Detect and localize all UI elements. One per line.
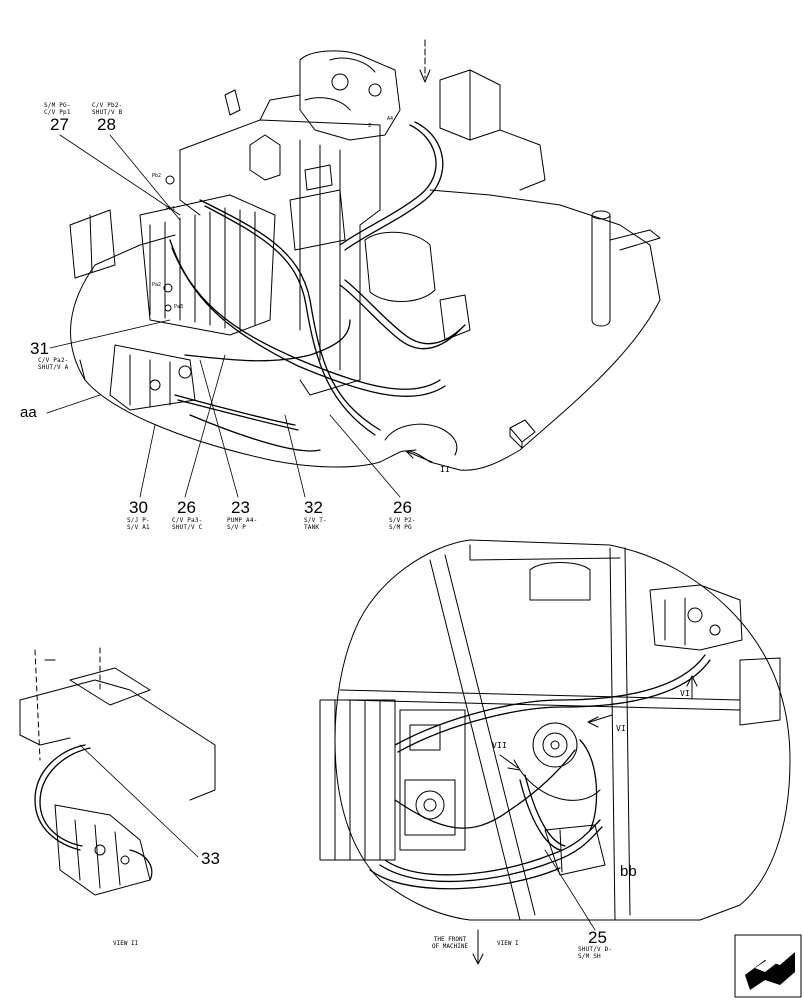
port-tag-pa2: Pa2 (152, 282, 162, 288)
solenoid-valve (109, 344, 196, 411)
callout-27-caption-line2: C/V Pp1 (44, 109, 71, 116)
callout-25-caption-line1: SHUT/V D- (578, 946, 613, 953)
port-tag-pa3: Pa3 (174, 304, 184, 310)
callout-27-caption-line1: S/M PG- (44, 102, 71, 109)
callout-26a-caption-line2: SHUT/V C (172, 524, 203, 531)
callout-26b-caption-line1: S/V P2- (389, 517, 416, 524)
view-label-bb: bb (620, 863, 637, 880)
callout-26b-caption-line2: S/M PG (389, 524, 412, 531)
callout-33-number: 33 (201, 849, 220, 868)
port-tag-a4: A4 (387, 116, 394, 122)
callout-28-caption-line1: C/V Pb2- (92, 102, 123, 109)
leader-lines-upper (46, 134, 401, 498)
callout-25-number: 25 (588, 928, 607, 947)
callout-26a-caption-line1: C/V Pa3- (172, 517, 203, 524)
callout-28-number: 28 (97, 115, 116, 134)
callout-31-number: 31 (30, 339, 49, 358)
callout-32-caption-line2: TANK (304, 524, 320, 531)
callout-28-caption-line2: SHUT/V B (92, 109, 123, 116)
view-ii-detail (19, 647, 216, 896)
view-i-caption: VIEW I (497, 940, 519, 947)
front-of-machine-line1: THE FRONT (433, 936, 467, 943)
shut-valve-block (54, 804, 153, 896)
upper-assembly-view (46, 39, 661, 498)
callout-25-caption-line2: S/M SH (578, 953, 601, 960)
callout-26a-number: 26 (177, 498, 196, 517)
front-of-machine-line2: OF MACHINE (431, 943, 469, 950)
view-label-aa: aa (20, 404, 37, 421)
control-valve-bank (139, 175, 276, 336)
callout-32-caption-line1: S/V T- (304, 517, 327, 524)
view-label-II: II (440, 465, 451, 474)
callout-32-number: 32 (304, 498, 323, 517)
pump-block (649, 584, 743, 651)
callout-31-caption-line2: SHUT/V A (38, 364, 69, 371)
port-tag-pb2: Pb2 (152, 173, 162, 179)
callout-30-number: 30 (129, 498, 148, 517)
callout-27-number: 27 (50, 115, 69, 134)
port-tag-z: Z (368, 123, 372, 129)
callout-26b-number: 26 (393, 498, 412, 517)
callout-30-caption-line1: S/J P- (127, 517, 150, 524)
navigation-icon (734, 934, 802, 998)
hose-bundle-lower (369, 654, 711, 890)
callout-30-caption-line2: S/V A1 (127, 524, 150, 531)
view-label-VI-lower: VI (616, 724, 627, 733)
callout-31-caption-line1: C/V Pa2- (38, 357, 69, 364)
view-ii-caption: VIEW II (113, 940, 139, 947)
callout-23-caption-line2: S/V P (227, 524, 247, 531)
hose-bundle-upper (169, 121, 466, 452)
view-label-VII: VII (492, 741, 508, 750)
callout-23-caption-line1: PUMP A4- (227, 517, 258, 524)
swivel-joint (519, 722, 601, 801)
view-label-VI-upper: VI (680, 689, 691, 698)
callout-23-number: 23 (231, 498, 250, 517)
port-tag-pb1: Pb1 (166, 206, 176, 212)
view-i-plan (319, 539, 791, 965)
